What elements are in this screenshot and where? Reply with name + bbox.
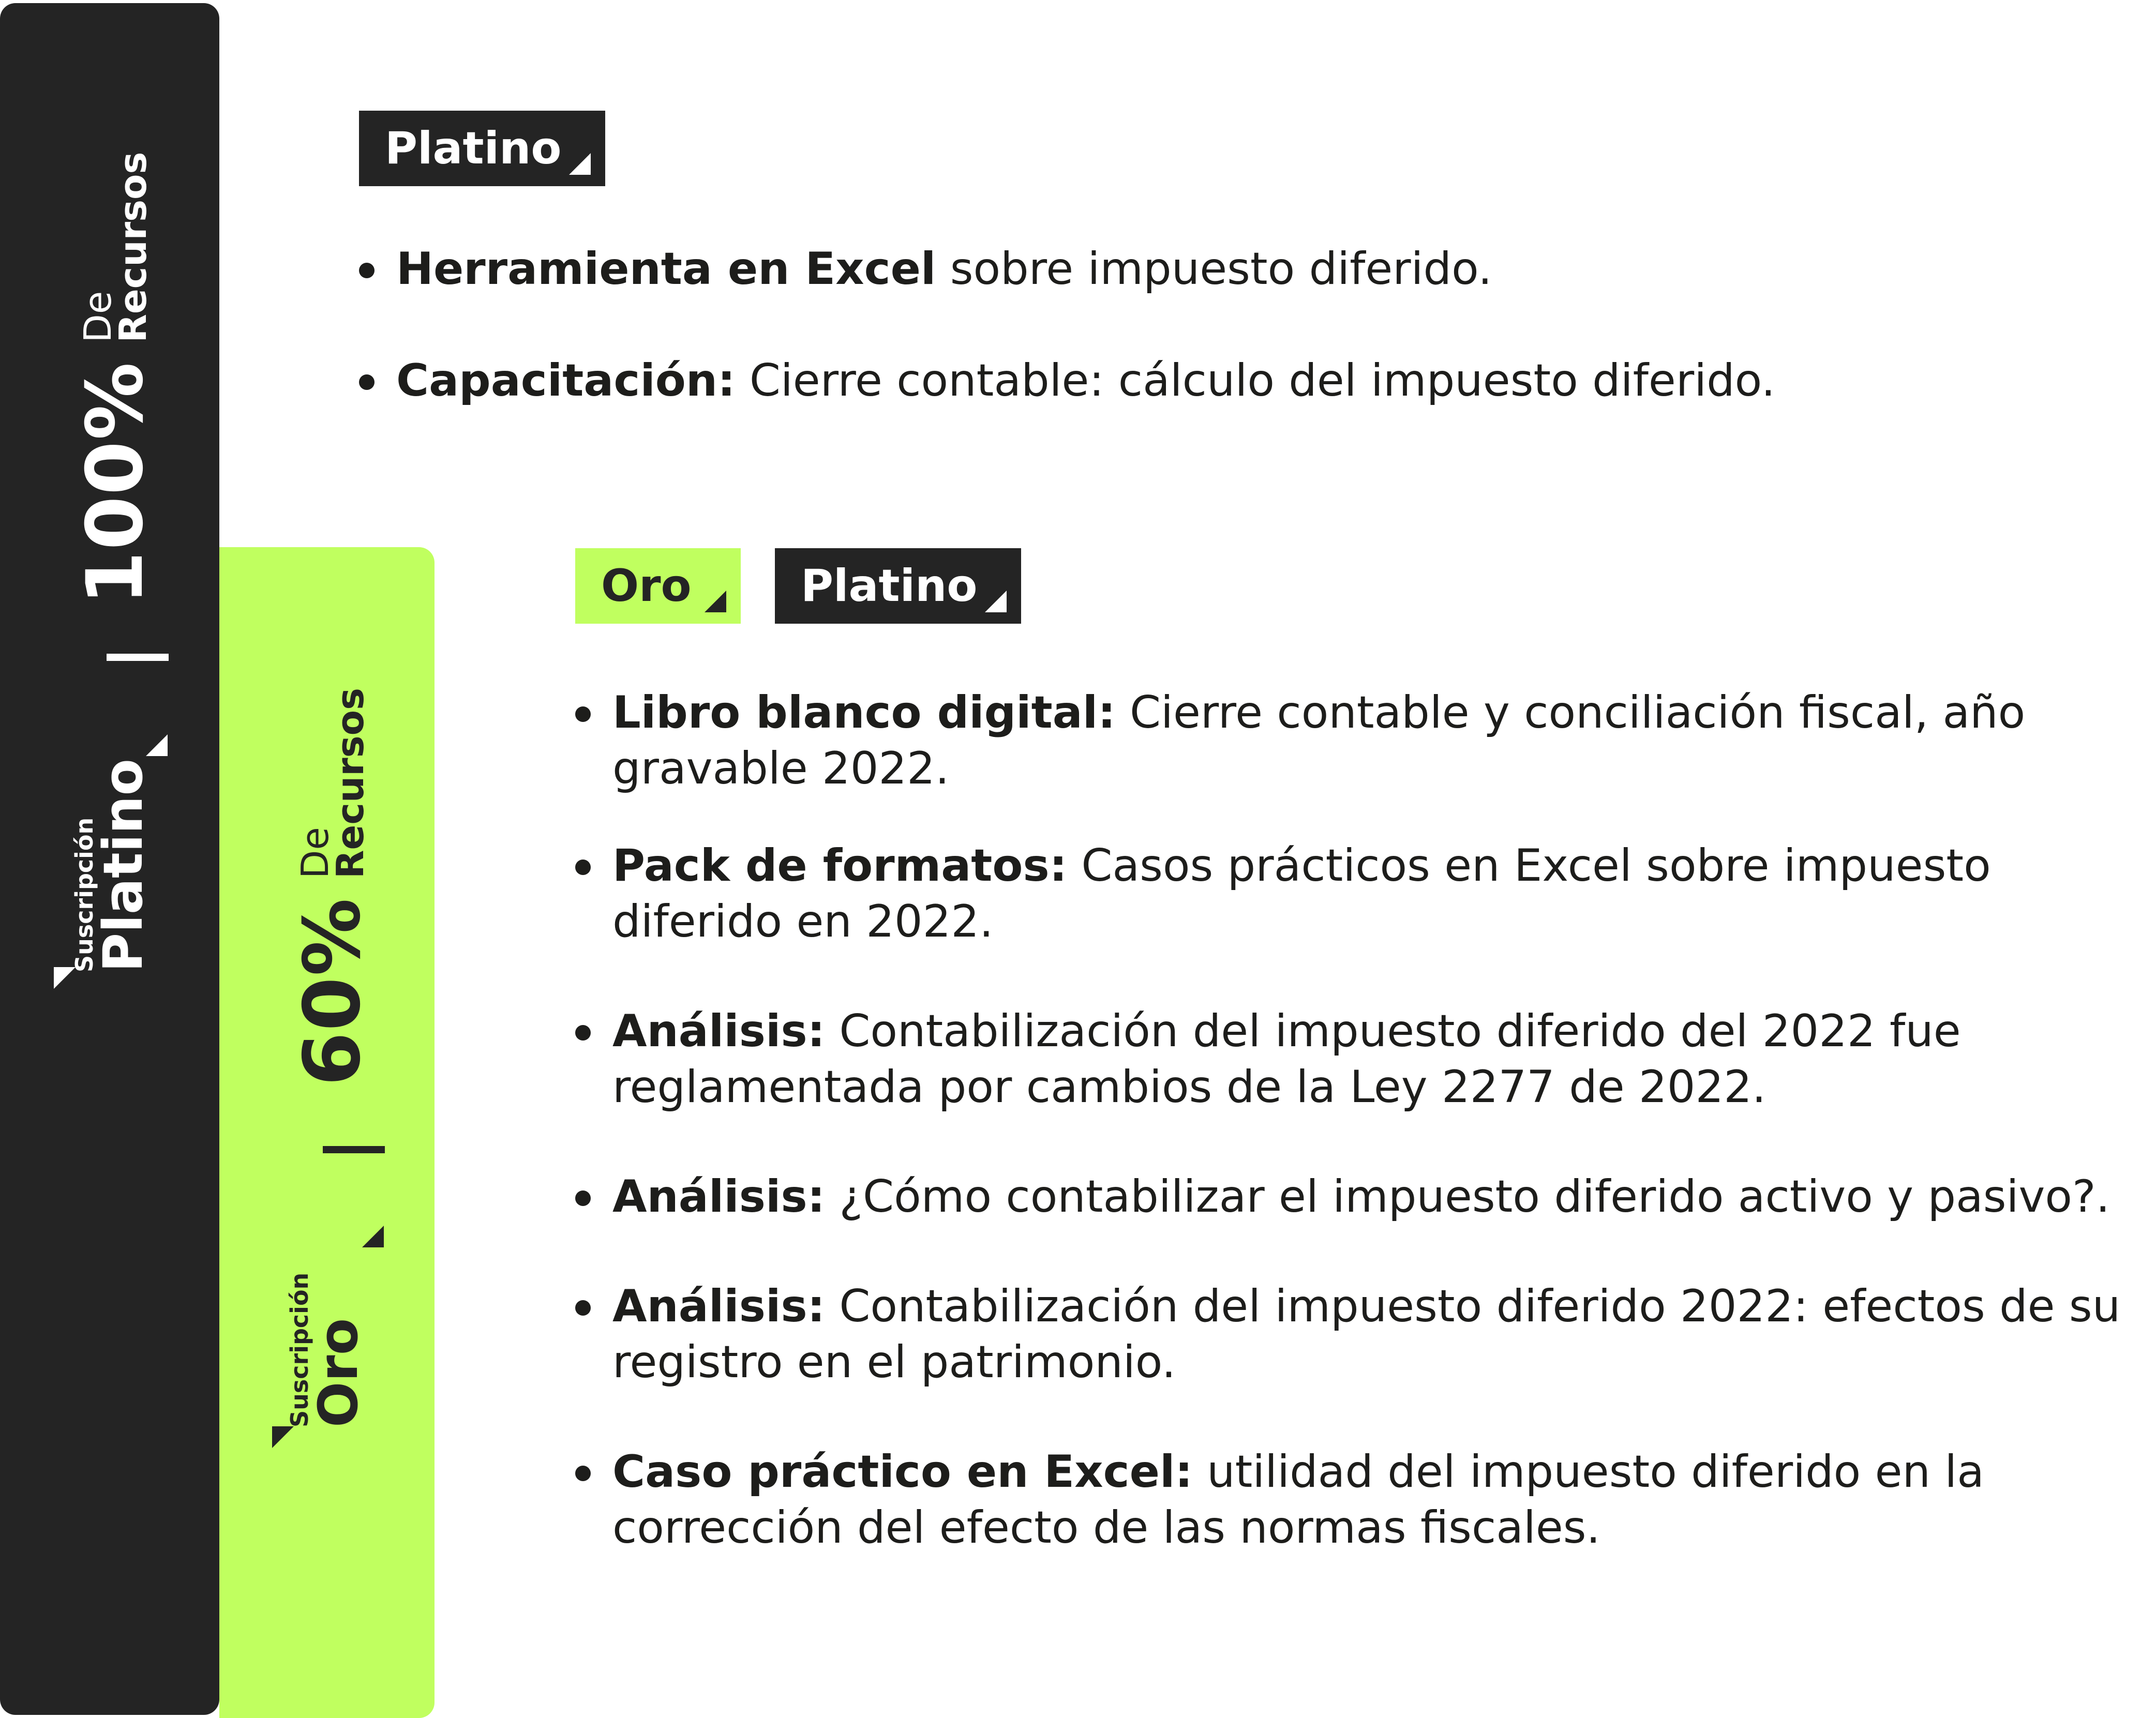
oro-platino-tag-label: Platino — [801, 560, 978, 612]
oro-tier-text: Oro — [307, 1318, 370, 1427]
platino-resource-list: Herramienta en Excel sobre impuesto dife… — [359, 241, 2066, 409]
platino-resources-label: 100% De Recursos — [70, 152, 160, 605]
list-item-title: Análisis: — [612, 1280, 826, 1332]
list-item-text: ¿Cómo contabilizar el impuesto diferido … — [825, 1171, 2110, 1223]
platino-sidebar — [0, 3, 219, 1715]
platino-percent: 100% — [70, 361, 160, 605]
list-item: Libro blanco digital: Cierre contable y … — [575, 685, 2127, 796]
list-item-title: Pack de formatos: — [612, 840, 1068, 892]
tag-corner-icon — [705, 591, 726, 612]
oro-de-text: De — [293, 827, 337, 879]
list-item-text-cont: gravable 2022. — [612, 743, 950, 794]
list-item: Caso práctico en Excel: utilidad del imp… — [575, 1444, 2127, 1556]
tag-corner-icon — [985, 591, 1007, 612]
platino-recursos-text: Recursos — [111, 152, 155, 343]
list-item-text: utilidad del impuesto diferido en la — [1192, 1446, 1984, 1498]
oro-subscription-label: Suscripción Oro — [286, 1273, 370, 1427]
platino-corner-icon — [146, 734, 168, 756]
platino-divider — [107, 654, 169, 661]
oro-percent: 60% — [288, 897, 378, 1086]
list-item-text: Contabilización del impuesto diferido de… — [825, 1005, 1961, 1057]
list-item: Análisis: Contabilización del impuesto d… — [575, 1278, 2127, 1390]
list-item: Análisis: ¿Cómo contabilizar el impuesto… — [575, 1169, 2127, 1225]
list-item-title: Libro blanco digital: — [612, 687, 1116, 739]
oro-recursos-text: Recursos — [328, 688, 372, 879]
oro-sidebar — [219, 547, 435, 1718]
oro-platino-tag: Platino — [775, 548, 1021, 624]
list-item-title: Herramienta en Excel — [396, 243, 936, 295]
platino-bottom-corner-icon — [54, 967, 76, 989]
oro-bottom-corner-icon — [272, 1426, 294, 1448]
list-item: Herramienta en Excel sobre impuesto dife… — [359, 241, 2066, 297]
platino-tag: Platino — [359, 111, 605, 186]
oro-resource-list: Libro blanco digital: Cierre contable y … — [575, 685, 2127, 1556]
oro-tag-label: Oro — [601, 560, 692, 612]
list-item-title: Análisis: — [612, 1171, 826, 1223]
list-item-text: Cierre contable: cálculo del impuesto di… — [735, 355, 1776, 406]
oro-corner-icon — [362, 1226, 384, 1247]
list-item-title: Caso práctico en Excel: — [612, 1446, 1193, 1498]
oro-tag: Oro — [575, 548, 741, 624]
list-item-text: Cierre contable y conciliación fiscal, a… — [1115, 687, 2026, 739]
list-item-text-cont: corrección del efecto de las normas fisc… — [612, 1502, 1600, 1554]
oro-resources-label: 60% De Recursos — [288, 688, 378, 1086]
platino-de-text: De — [76, 291, 119, 343]
list-item: Capacitación: Cierre contable: cálculo d… — [359, 353, 2066, 409]
list-item-text: Contabilización del impuesto diferido 20… — [825, 1280, 2121, 1332]
oro-divider — [323, 1146, 385, 1153]
list-item-title: Capacitación: — [396, 355, 736, 406]
list-item-text-cont: registro en el patrimonio. — [612, 1336, 1176, 1388]
list-item: Pack de formatos: Casos prácticos en Exc… — [575, 838, 2127, 950]
list-item-text-cont: reglamentada por cambios de la Ley 2277 … — [612, 1061, 1766, 1113]
list-item-title: Análisis: — [612, 1005, 826, 1057]
platino-tag-label: Platino — [385, 123, 562, 174]
list-item-text: Casos prácticos en Excel sobre impuesto — [1067, 840, 1991, 892]
list-item: Análisis: Contabilización del impuesto d… — [575, 1003, 2127, 1115]
platino-subscription-label: Suscripción Platino — [70, 759, 155, 972]
platino-tier-text: Platino — [92, 759, 155, 972]
list-item-text: sobre impuesto diferido. — [936, 243, 1492, 295]
list-item-text-cont: diferido en 2022. — [612, 896, 994, 947]
tag-corner-icon — [569, 153, 591, 175]
